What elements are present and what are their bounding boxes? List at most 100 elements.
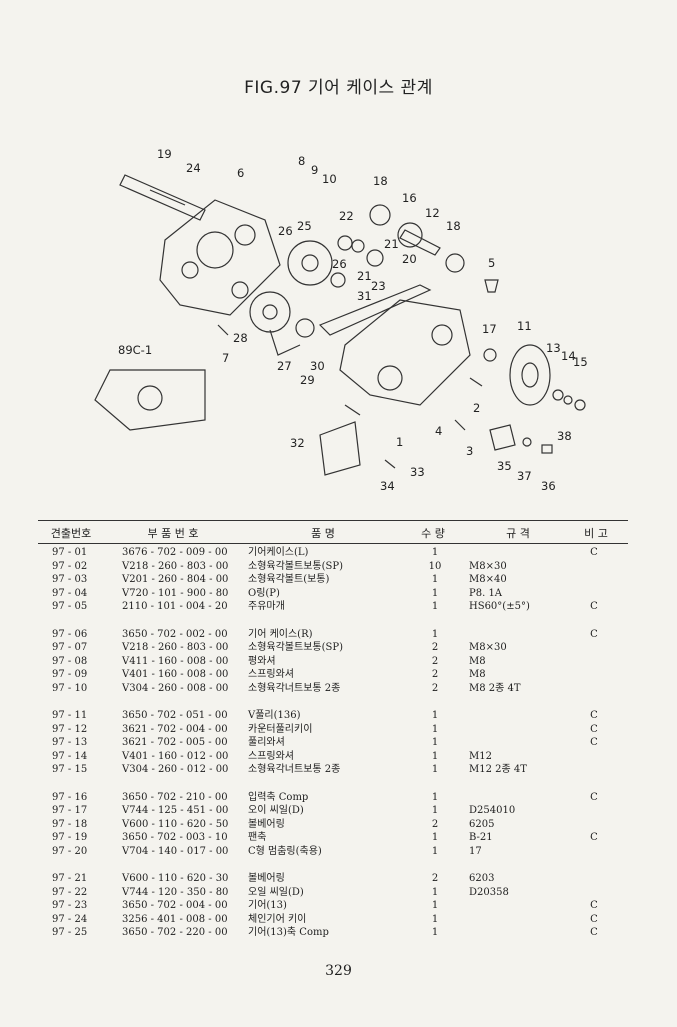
- cell-no: 97 - 13: [52, 737, 88, 748]
- cell-no: 97 - 19: [52, 832, 88, 843]
- cell-qty: 2: [431, 642, 439, 653]
- svg-text:36: 36: [541, 479, 556, 493]
- cell-no: 97 - 24: [52, 913, 88, 925]
- svg-text:13: 13: [546, 341, 561, 355]
- svg-text:6: 6: [237, 166, 244, 180]
- cell-name: 스프링와셔: [248, 750, 294, 762]
- cell-name: 오일 씨일(D): [248, 886, 304, 898]
- cell-note: C: [590, 913, 598, 925]
- svg-text:31: 31: [357, 289, 372, 303]
- header-spec: 규 격: [506, 527, 530, 540]
- cell-part: 3621 - 702 - 004 - 00: [122, 723, 228, 735]
- cell-name: 카운터풀리키이: [248, 723, 313, 735]
- cell-qty: 1: [431, 927, 439, 938]
- cell-no: 97 - 17: [52, 805, 88, 816]
- cell-qty: 1: [431, 587, 439, 599]
- svg-text:12: 12: [425, 206, 440, 220]
- cell-qty: 1: [431, 710, 439, 721]
- svg-text:17: 17: [482, 322, 497, 336]
- cell-spec: D254010: [469, 805, 516, 816]
- cell-spec: HS60°(±5°): [469, 601, 530, 612]
- bracket-part: [319, 421, 361, 476]
- svg-text:19: 19: [157, 147, 172, 161]
- svg-text:5: 5: [488, 256, 495, 270]
- cell-name: C형 멈춤링(축용): [248, 845, 322, 857]
- cell-no: 97 - 06: [52, 628, 88, 640]
- svg-text:9: 9: [311, 163, 318, 177]
- figure-title: FIG.97 기어 케이스 관계: [244, 78, 433, 98]
- cell-name: O링(P): [248, 587, 280, 599]
- svg-text:30: 30: [310, 359, 325, 373]
- svg-text:21: 21: [357, 269, 372, 283]
- cell-spec: 17: [469, 845, 482, 857]
- cell-qty: 2: [431, 682, 439, 694]
- svg-text:15: 15: [573, 355, 588, 369]
- cell-note: C: [590, 723, 598, 735]
- svg-text:29: 29: [300, 373, 315, 387]
- cell-no: 97 - 12: [52, 723, 88, 735]
- cell-name: 볼베어링: [248, 873, 285, 884]
- svg-text:37: 37: [517, 469, 532, 483]
- cell-name: 평와셔: [248, 655, 276, 667]
- cell-spec: M8: [469, 669, 486, 680]
- header-name: 품 명: [311, 527, 335, 540]
- cell-qty: 1: [431, 628, 439, 640]
- cell-qty: 1: [431, 913, 439, 925]
- cell-spec: M8×40: [469, 574, 507, 585]
- cell-qty: 2: [431, 669, 439, 680]
- cell-no: 97 - 07: [52, 642, 88, 653]
- cell-name: 기어(13)축 Comp: [248, 927, 329, 938]
- cell-part: V704 - 140 - 017 - 00: [122, 845, 229, 857]
- cell-part: V744 - 125 - 451 - 00: [122, 805, 229, 816]
- cell-note: C: [590, 832, 598, 843]
- cell-name: 기어(13): [248, 900, 287, 911]
- svg-text:35: 35: [497, 459, 512, 473]
- svg-text:32: 32: [290, 436, 305, 450]
- cell-qty: 1: [431, 764, 439, 775]
- cell-qty: 1: [431, 845, 439, 857]
- cell-no: 97 - 23: [52, 900, 88, 911]
- cell-qty: 1: [431, 832, 439, 843]
- svg-text:18: 18: [446, 219, 461, 233]
- cell-part: V218 - 260 - 803 - 00: [122, 560, 229, 572]
- svg-text:24: 24: [186, 161, 201, 175]
- cell-part: 3650 - 702 - 002 - 00: [122, 628, 228, 640]
- cell-note: C: [590, 547, 598, 558]
- cell-part: V304 - 260 - 008 - 00: [122, 682, 229, 694]
- frame-label: 89C-1: [118, 343, 152, 357]
- cell-no: 97 - 20: [52, 845, 88, 857]
- cell-qty: 2: [431, 655, 439, 667]
- cell-note: C: [590, 628, 598, 640]
- cell-qty: 1: [431, 737, 439, 748]
- cell-name: 주유마개: [248, 601, 285, 612]
- cell-name: 풀리와셔: [248, 737, 285, 748]
- cell-name: 볼베어링: [248, 818, 285, 830]
- cell-no: 97 - 03: [52, 574, 88, 585]
- cell-name: 입력축 Comp: [248, 791, 309, 803]
- cell-name: 소형육각볼트(보통): [248, 574, 330, 585]
- cell-no: 97 - 01: [52, 547, 88, 558]
- cell-no: 97 - 04: [52, 587, 88, 599]
- cell-part: V218 - 260 - 803 - 00: [122, 642, 229, 653]
- frame-part: [94, 369, 206, 431]
- svg-text:33: 33: [410, 465, 425, 479]
- cell-part: V201 - 260 - 804 - 00: [122, 574, 229, 585]
- cell-spec: B-21: [469, 832, 493, 843]
- cell-part: V600 - 110 - 620 - 50: [122, 818, 229, 830]
